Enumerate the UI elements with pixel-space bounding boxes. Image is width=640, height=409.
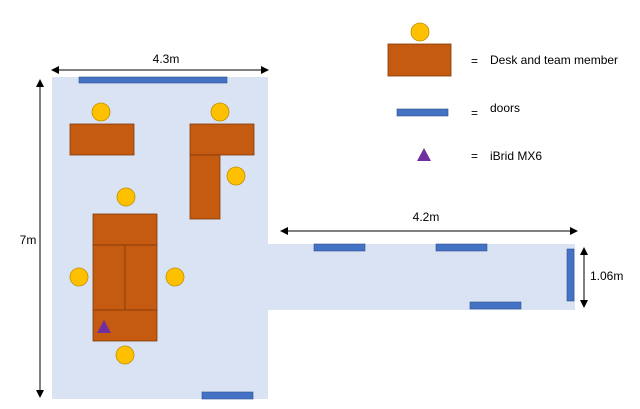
door-corridor-3 [469,301,522,310]
legend-device-triangle-icon [417,148,431,161]
door-corridor-2 [435,243,488,252]
desk [189,154,221,220]
desk [92,213,158,246]
legend-equals: = [471,106,478,120]
desk [69,123,135,156]
desk [124,244,158,311]
legend-door-icon [396,108,449,117]
legend-member-icon [410,22,430,42]
door-corridor-end [566,248,575,302]
door-top [78,76,228,84]
member-icon [69,267,89,287]
legend-equals: = [471,54,478,68]
dimension-label-corridor-height: 1.06m [590,269,623,283]
legend: = Desk and team member = doors = iBrid M… [387,22,618,163]
door-corridor-1 [313,243,366,252]
legend-equals: = [471,149,478,163]
device-triangle-icon [97,320,111,333]
legend-label-doors: doors [490,101,520,115]
desk [189,123,255,156]
member-icon [115,345,135,365]
dimension-label-left: 7m [20,233,37,247]
member-icon [116,187,136,207]
legend-desk-icon [387,43,452,77]
corridor-floor [268,244,575,310]
dimension-label-top: 4.3m [153,52,180,66]
member-icon [91,102,111,122]
desk [92,244,126,311]
legend-label-desk-member: Desk and team member [490,53,618,67]
member-icon [226,166,246,186]
legend-label-device: iBrid MX6 [490,149,542,163]
member-icon [210,102,230,122]
member-icon [165,267,185,287]
door-bottom [201,391,254,400]
dimension-label-corridor-width: 4.2m [413,210,440,224]
